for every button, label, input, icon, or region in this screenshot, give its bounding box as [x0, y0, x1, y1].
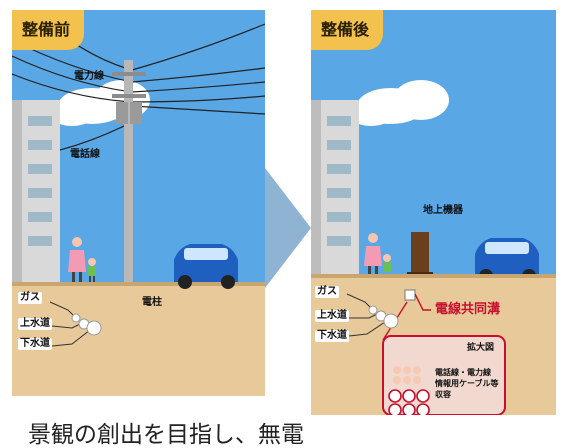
transformer: [130, 102, 142, 124]
cloud: [50, 102, 94, 126]
conduit-label: 電線共同溝: [435, 302, 501, 317]
pole-crossarm: [112, 94, 146, 98]
building-windows: [28, 116, 52, 246]
sewer-pipe: [383, 313, 399, 329]
power-line-label: 電力線: [74, 71, 104, 82]
transformer: [116, 102, 128, 124]
caption-text: 景観の創出を目指し、無電: [28, 422, 304, 448]
building-side: [311, 100, 321, 276]
sewer-pipe: [86, 320, 102, 336]
gas-pipe: [368, 305, 378, 315]
sewer-label: 下水道: [315, 330, 349, 342]
sewer-label: 下水道: [18, 338, 52, 350]
gas-label: ガス: [315, 286, 339, 298]
pole-crossarm: [112, 72, 146, 76]
transition-arrow: [265, 168, 311, 288]
pipe-leaders: [346, 293, 386, 337]
road-surface: [311, 274, 556, 278]
zoom-text-line1: 電話線・電力線: [435, 368, 491, 377]
building-windows: [327, 116, 351, 246]
after-panel: 整備後 地上機器 ガス 上水道 下水道 電線共同溝 拡大図 電話線・電力線 情報…: [311, 10, 556, 415]
zoom-title: 拡大図: [467, 343, 495, 353]
ground-equipment-box: [411, 232, 429, 274]
conduit-box: [404, 289, 416, 301]
after-tag: 整備後: [311, 10, 384, 50]
zoom-cables: [388, 366, 430, 415]
building-side: [12, 100, 22, 285]
pipe-leaders: [49, 301, 91, 347]
pole-label: 電柱: [142, 297, 162, 308]
before-illustration: [12, 10, 265, 396]
pedestrians: [68, 237, 96, 282]
pedestrians: [364, 233, 391, 275]
car: [174, 244, 238, 289]
after-illustration: [311, 10, 556, 415]
phone-line-label: 電話線: [70, 149, 100, 160]
cloud: [393, 80, 449, 120]
conduit-leader: [414, 293, 431, 311]
before-panel: 整備前 電力線 電話線 電柱 ガス 上水道 下水道: [12, 10, 265, 396]
water-label: 上水道: [315, 310, 349, 322]
road-surface: [12, 282, 265, 286]
before-tag: 整備前: [12, 10, 85, 50]
water-label: 上水道: [18, 318, 52, 330]
gas-pipe: [71, 313, 81, 323]
cloud: [349, 102, 393, 126]
arrow-shape: [265, 168, 311, 288]
gas-label: ガス: [18, 292, 42, 304]
zoom-text-line3: 収容: [435, 390, 451, 399]
zoom-text-line2: 情報用ケーブル等: [435, 379, 499, 388]
ground-equipment-label: 地上機器: [423, 205, 463, 216]
utility-pole: [124, 60, 133, 285]
